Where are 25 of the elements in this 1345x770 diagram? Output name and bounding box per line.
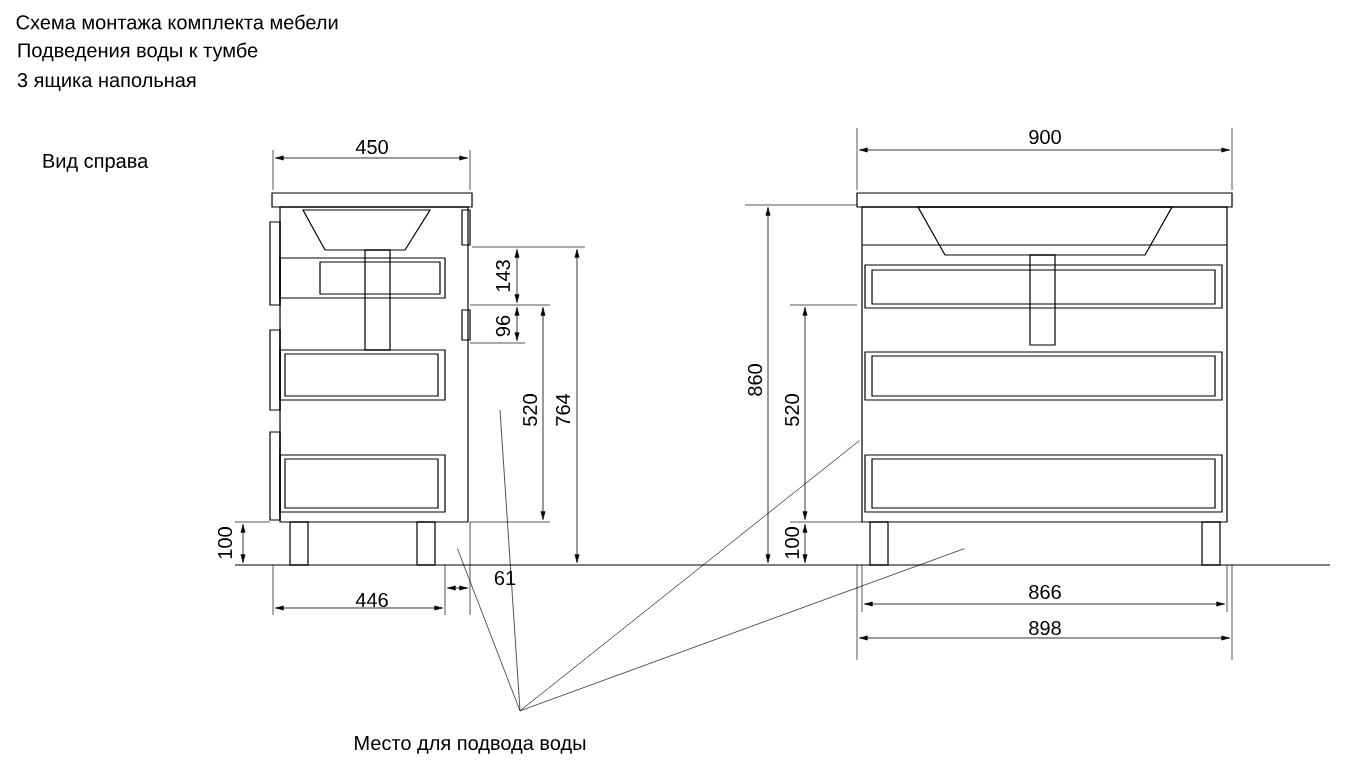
leader-line bbox=[499, 409, 521, 712]
dimension-text: 61 bbox=[494, 570, 516, 586]
view-label: Вид справа bbox=[43, 154, 149, 172]
subtitle: 3 ящика напольная bbox=[17, 73, 196, 91]
dimension-text: 900 bbox=[1029, 129, 1061, 145]
dimension-text: 96 bbox=[495, 315, 511, 337]
dimension-text: 100 bbox=[217, 527, 233, 559]
callout-text: Место для подвода воды bbox=[355, 736, 586, 754]
subtitle: Подведения воды к тумбе bbox=[18, 42, 258, 62]
dimension-text: 520 bbox=[784, 394, 800, 426]
leader-line bbox=[519, 548, 965, 712]
dimension-text: 143 bbox=[495, 260, 511, 292]
dimension-text: 450 bbox=[355, 139, 388, 155]
cabinet-front-drawing bbox=[856, 192, 1233, 566]
dimension-text: 898 bbox=[1029, 620, 1061, 636]
dimension-text: 520 bbox=[522, 394, 538, 426]
dimension-text: 764 bbox=[555, 393, 571, 426]
dimension-text: 860 bbox=[747, 364, 763, 396]
title: Схема монтажа комплекта мебели bbox=[16, 14, 338, 30]
leader-line bbox=[519, 440, 860, 712]
dimension-text: 866 bbox=[1029, 584, 1061, 600]
dimension-text: 446 bbox=[355, 592, 388, 608]
leader-line bbox=[457, 548, 521, 712]
cabinet-side-drawing bbox=[269, 192, 473, 566]
dimension-text: 100 bbox=[784, 527, 800, 559]
